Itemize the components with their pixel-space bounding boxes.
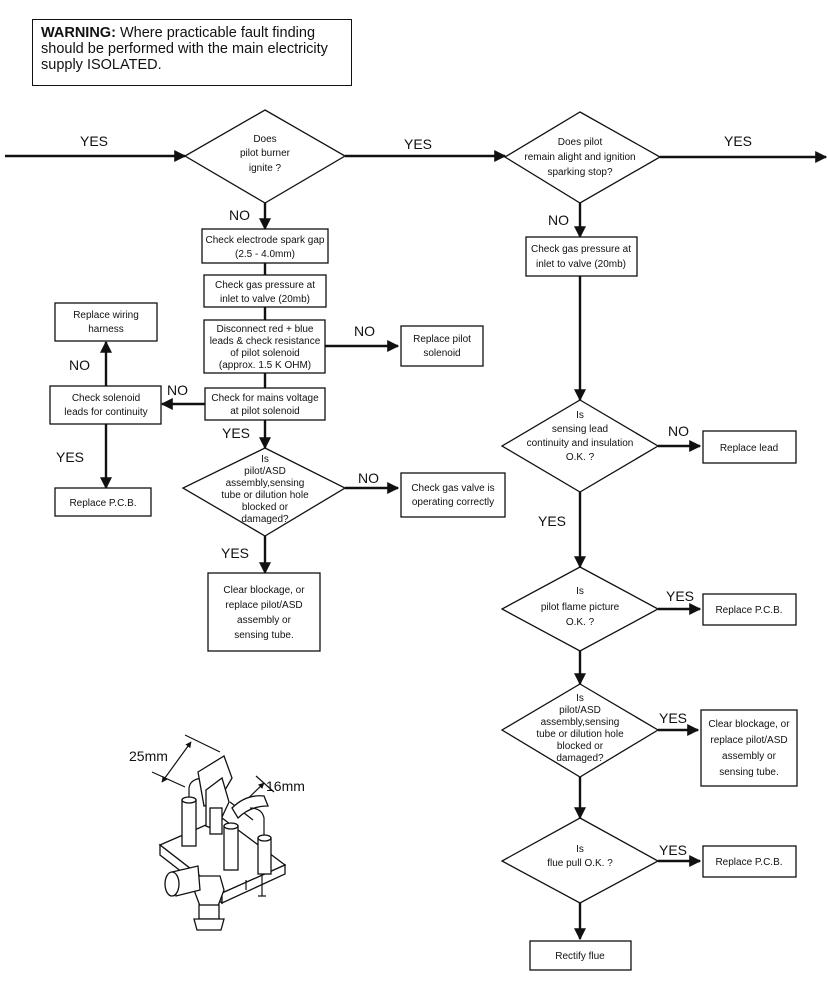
box-replace-lead: Replace lead <box>702 430 797 464</box>
svg-text:Replace P.C.B.: Replace P.C.B. <box>69 498 136 509</box>
box-replace-pcb-left: Replace P.C.B. <box>54 487 152 517</box>
label-no-1: NO <box>229 207 250 223</box>
label-no-3: NO <box>354 323 375 339</box>
box-rectify-flue: Rectify flue <box>529 940 632 971</box>
label-yes-6: YES <box>221 545 249 561</box>
box-replace-pcb-flue: Replace P.C.B. <box>702 845 797 878</box>
warning-text: Where practicable fault finding should b… <box>41 25 328 73</box>
label-yes-1: YES <box>80 133 108 149</box>
pilot-assembly-drawing: 25mm 16mm <box>129 734 305 931</box>
dimension-25mm: 25mm <box>129 748 168 764</box>
svg-text:Rectify flue: Rectify flue <box>555 951 605 962</box>
arrow-labels: YES YES YES NO NO NO NO NO YES YES NO YE… <box>56 133 752 858</box>
warning-box: WARNING: Where practicable fault finding… <box>32 19 352 86</box>
label-yes-4: YES <box>222 425 250 441</box>
label-yes-5: YES <box>56 449 84 465</box>
label-yes-10: YES <box>659 842 687 858</box>
dimension-16mm: 16mm <box>266 778 305 794</box>
svg-text:Replace P.C.B.: Replace P.C.B. <box>715 857 782 868</box>
label-yes-7: YES <box>538 513 566 529</box>
connectors <box>5 150 828 941</box>
label-yes-8: YES <box>666 588 694 604</box>
warning-label: WARNING: <box>41 25 116 41</box>
label-yes-3: YES <box>724 133 752 149</box>
label-no-6: NO <box>358 470 379 486</box>
svg-text:Replace P.C.B.: Replace P.C.B. <box>715 605 782 616</box>
label-no-7: NO <box>668 423 689 439</box>
box-replace-pcb-flame: Replace P.C.B. <box>702 593 797 626</box>
label-no-4: NO <box>69 357 90 373</box>
svg-text:Replace lead: Replace lead <box>720 443 778 454</box>
label-no-2: NO <box>548 212 569 228</box>
svg-text:Check electrode spark gap(2.5: Check electrode spark gap(2.5 - 4.0mm) <box>206 235 325 260</box>
label-yes-2: YES <box>404 136 432 152</box>
label-no-5: NO <box>167 382 188 398</box>
box-spark-gap: Check electrode spark gap(2.5 - 4.0mm) <box>201 228 329 264</box>
label-yes-9: YES <box>659 710 687 726</box>
